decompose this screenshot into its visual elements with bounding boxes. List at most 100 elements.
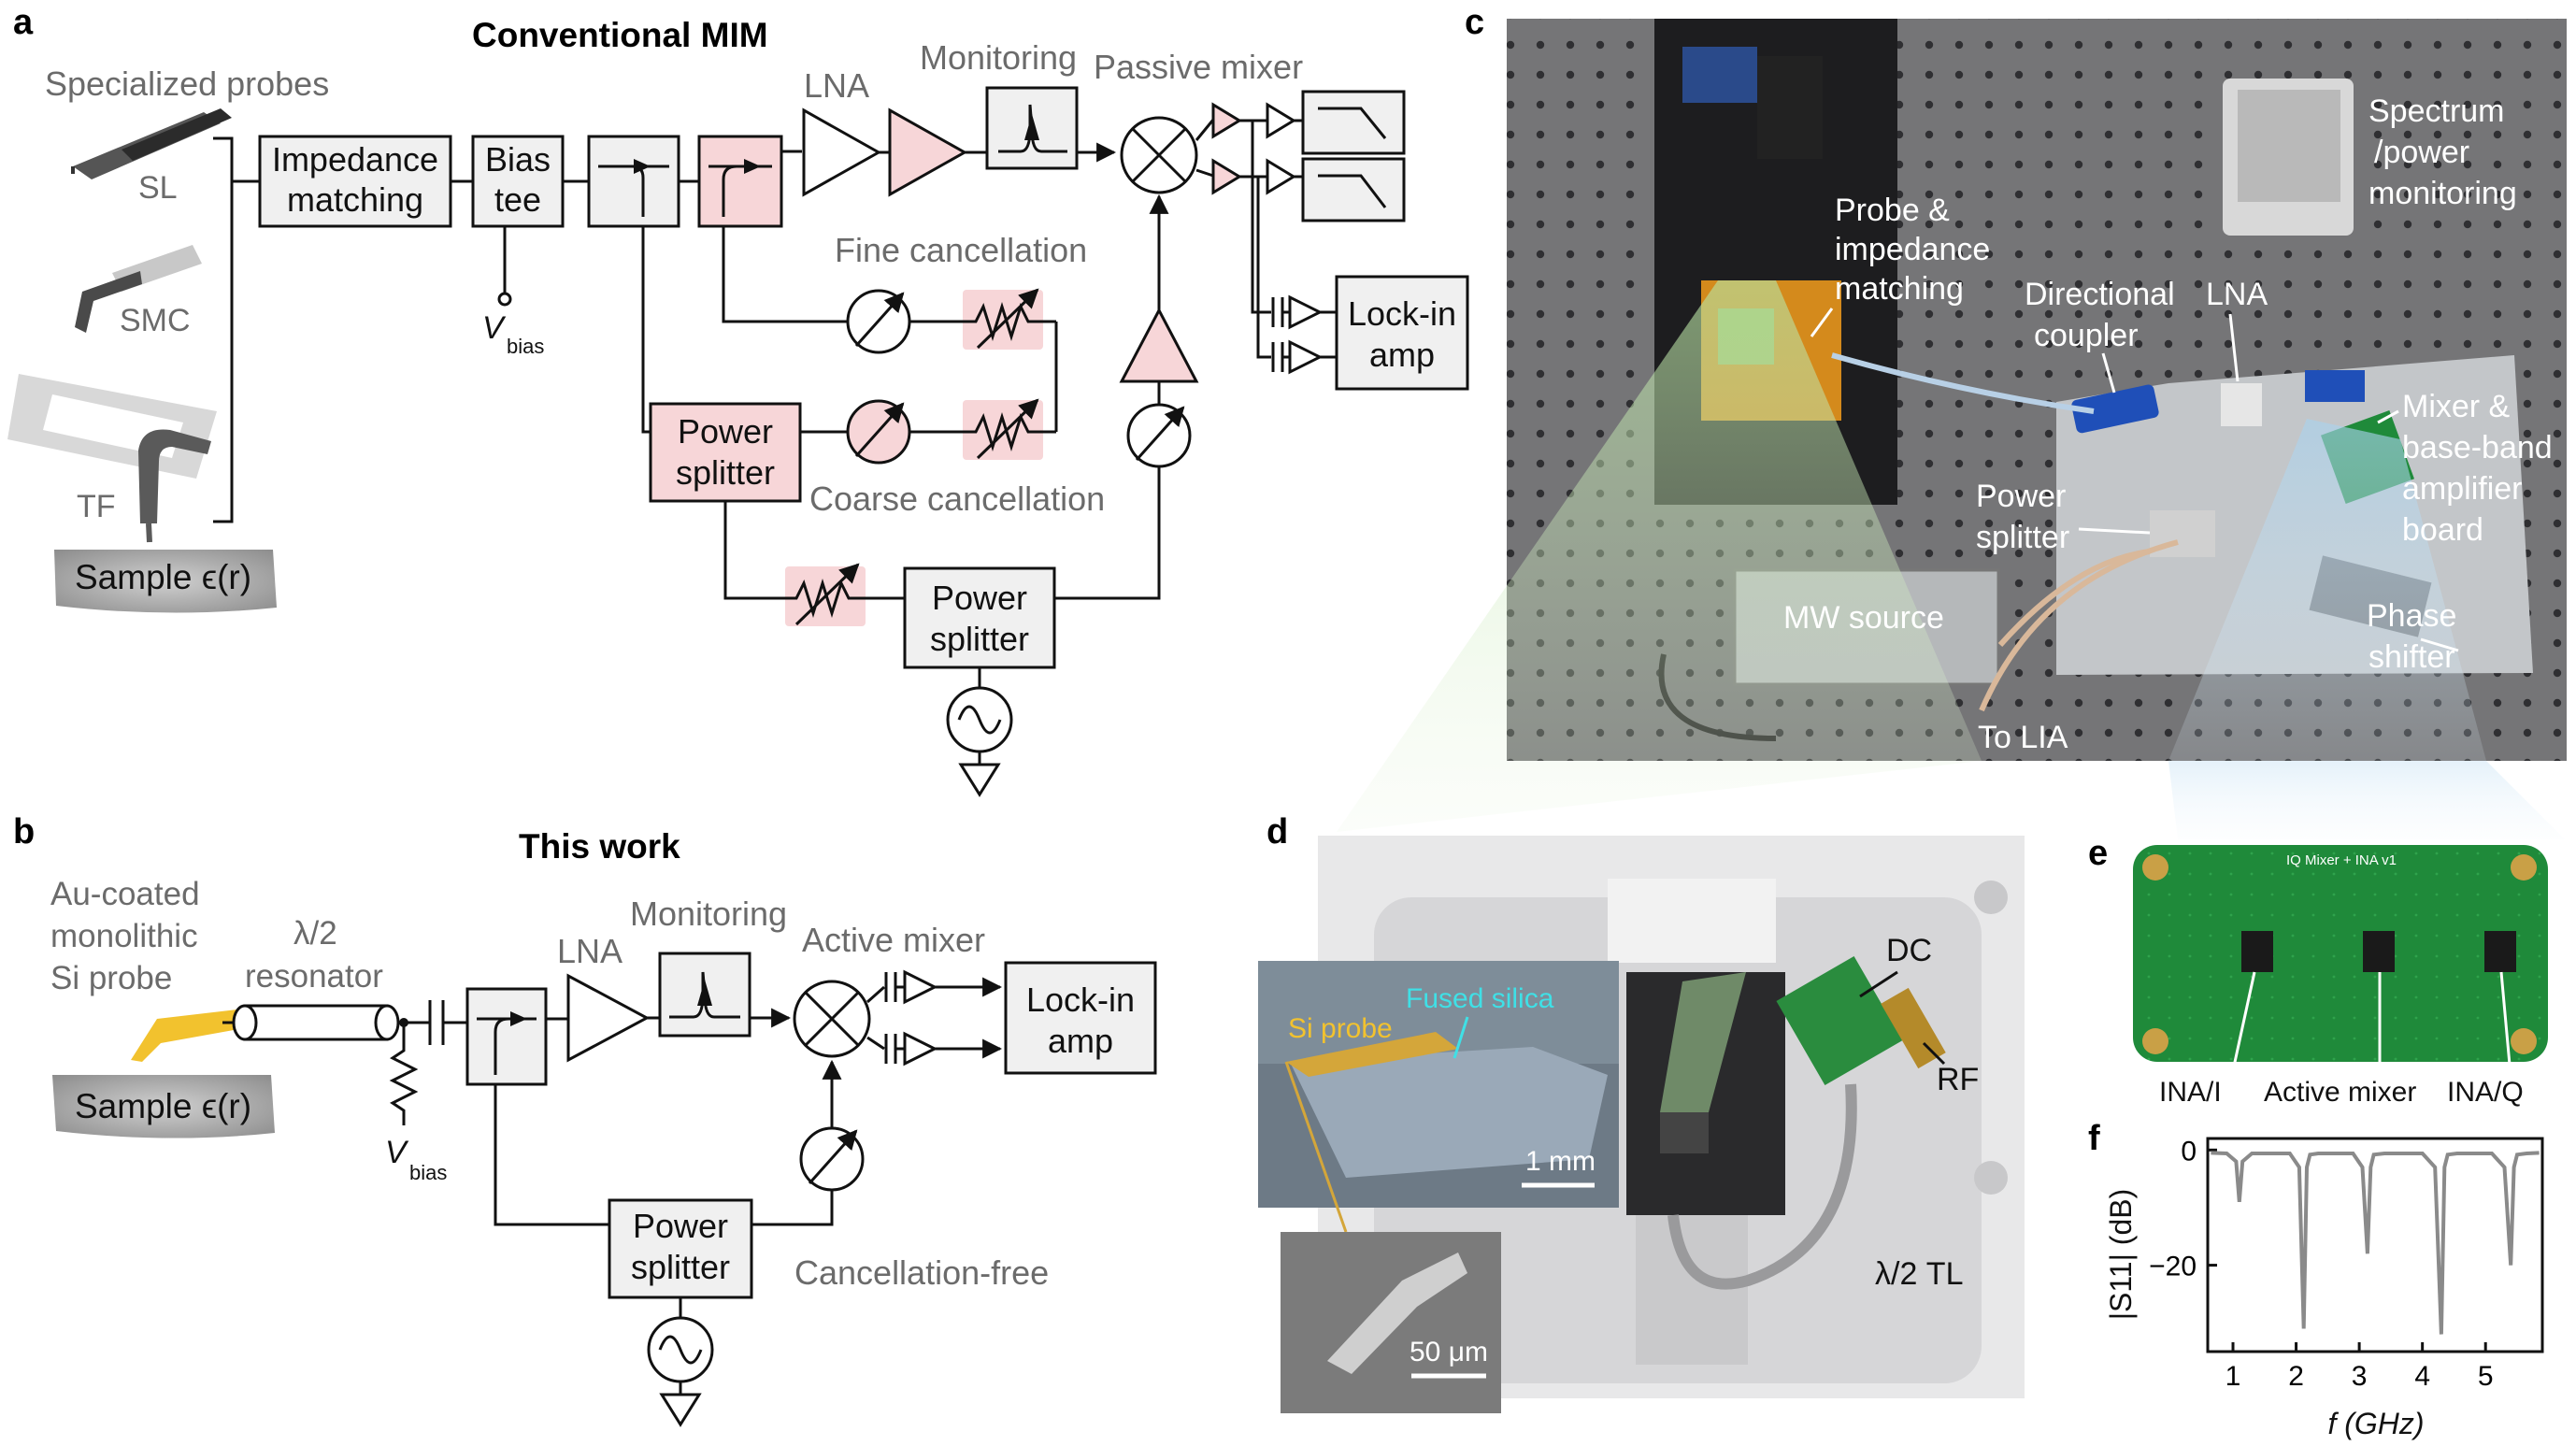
coupler-b-arrow: [510, 1011, 527, 1026]
sample-label-a: Sample ϵ(r): [75, 558, 251, 596]
power-splitter-a1-label-1: Power: [678, 412, 773, 451]
s11-trace: [2211, 1151, 2540, 1335]
s11-ylabel: |S11| (dB): [2104, 1189, 2138, 1321]
wire-splitter2-to-phase: [1054, 467, 1161, 600]
c-directional-label-1: Directional: [2025, 277, 2175, 312]
coupler1-arrow: [634, 159, 651, 174]
d-dc-pointer: [1859, 970, 1898, 998]
lna-amp-1: [802, 107, 882, 197]
active-mixer-chip: [2363, 931, 2395, 972]
c-directional-label-2: coupler: [2034, 318, 2139, 353]
d-tl-label: λ/2 TL: [1875, 1256, 1963, 1292]
panel-f-label: f: [2088, 1119, 2100, 1158]
wire-splitter-to-phase-b: [751, 1189, 834, 1226]
wire-mixer-out-2: [1195, 168, 1214, 178]
probe-tf-label: TF: [77, 489, 116, 524]
attenuator-coarse-bg: [963, 400, 1043, 460]
d-rf-pointer: [1922, 1041, 1946, 1066]
screw-1: [1974, 880, 2008, 914]
y-tick-label-1: −20: [2149, 1252, 2197, 1282]
panel-e-photo: IQ Mixer + INA v1 INA/I Active mixer INA…: [2133, 845, 2548, 1108]
monitoring-label-a: Monitoring: [920, 38, 1077, 77]
wire-coupler1-to-splitter: [641, 226, 651, 434]
wire-branch-lockin-2: [1256, 177, 1271, 359]
vbias-terminal-a: [497, 292, 512, 307]
c-pointer-probe: [1810, 308, 1834, 337]
vbias-v-b: V: [385, 1135, 409, 1170]
sample-block-a: [54, 550, 277, 613]
holder-top: [1608, 879, 1776, 963]
c-power-label-1: Power: [1976, 479, 2066, 514]
lna-label-b: LNA: [557, 932, 623, 970]
c-mw-source-label: MW source: [1783, 600, 1944, 636]
lockin-amp-box-b: [1004, 961, 1157, 1075]
attenuator-ref-arrow: [794, 563, 860, 626]
directional-coupler-2: [697, 135, 783, 228]
lo-amp-a: [1119, 307, 1199, 383]
resonator-end-right: [374, 1004, 400, 1041]
panel-a-label: a: [13, 3, 34, 42]
panel-c-photo: Probe & impedance matching Directional c…: [1337, 19, 2567, 839]
c-mixer-label-1: Mixer &: [2402, 389, 2511, 424]
wire-mixer-out-1: [1195, 119, 1215, 141]
baseband-amp-b1: [903, 969, 938, 1005]
passive-mixer-label: Passive mixer: [1094, 48, 1303, 86]
cable-2: [1997, 549, 2151, 647]
e-active-mixer-label: Active mixer: [2264, 1077, 2416, 1108]
zoom-highlight-blue-tail: [2168, 761, 2565, 839]
probe-sl-icon: [71, 108, 232, 179]
impedance-matching-label-1: Impedance: [272, 140, 438, 179]
power-splitter-a2-label-1: Power: [932, 579, 1027, 617]
probe-mount: [1660, 1112, 1709, 1153]
si-probe-icon: [131, 1009, 237, 1062]
bias-tee-label-2: tee: [494, 180, 541, 219]
sem-cantilever: [1327, 1253, 1467, 1374]
e-pointer-ina-i: [2230, 971, 2256, 1076]
power-splitter-a1-label-2: splitter: [676, 453, 775, 492]
coupler-b-branch: [494, 1017, 509, 1075]
zoom-highlight-blue: [2168, 419, 2486, 761]
specialized-probes-label: Specialized probes: [45, 64, 329, 103]
camera-body: [1682, 47, 1757, 103]
c-to-lia-label: To LIA: [1978, 720, 2068, 755]
mixer-out-amp-1b: [1266, 102, 1296, 139]
fused-silica-block: [1290, 1047, 1608, 1178]
e-pointer-ina-q: [2499, 971, 2512, 1076]
cancellation-free-label: Cancellation-free: [794, 1253, 1049, 1292]
c-probe-label-1: Probe &: [1835, 193, 1950, 228]
pcb-hole-2: [2511, 854, 2537, 880]
sample-label-b: Sample ϵ(r): [75, 1087, 251, 1125]
d-si-probe-label: Si probe: [1288, 1013, 1393, 1044]
panel-b-title: This work: [519, 827, 680, 866]
lockin-label-b-2: amp: [1048, 1022, 1113, 1060]
attenuator-fine-bg: [963, 290, 1043, 350]
ina-i-chip: [2241, 931, 2273, 972]
c-spectrum-label-3: monitoring: [2368, 176, 2517, 211]
x-tick-label-4: 5: [2478, 1361, 2494, 1392]
ground-icon-a: [958, 763, 1001, 797]
d-green-highlight: [1660, 972, 1746, 1112]
directional-coupler-1: [587, 135, 680, 228]
lockin-label-a-1: Lock-in: [1348, 294, 1456, 333]
passive-mixer-cross: [1131, 127, 1187, 183]
pcb-silk-title: IQ Mixer + INA v1: [2286, 852, 2397, 868]
c-mixer-label-3: amplifier: [2402, 471, 2522, 507]
coupler2-branch: [722, 165, 737, 217]
attenuator-coarse-arrow: [976, 398, 1039, 460]
cable-1: [1831, 352, 2095, 414]
mixer-out-amp-2: [1211, 158, 1242, 195]
d-scale-2-label: 50 μm: [1410, 1337, 1488, 1367]
b-probe-label-2: monolithic: [50, 918, 198, 954]
panel-c-label: c: [1465, 3, 1484, 42]
monitoring-spectrum-icon-b: [669, 971, 740, 1019]
vbias-sub-a: bias: [507, 335, 544, 358]
cable-3: [1979, 539, 2179, 712]
resonator-cylinder: [243, 1004, 389, 1041]
panel-d-label: d: [1267, 812, 1288, 852]
c-spectrum-label-1: Spectrum: [2368, 93, 2505, 129]
directional-coupler-device: [2071, 384, 2159, 434]
lna-amp-2: [888, 107, 968, 197]
lowpass-curve-2: [1318, 174, 1387, 208]
